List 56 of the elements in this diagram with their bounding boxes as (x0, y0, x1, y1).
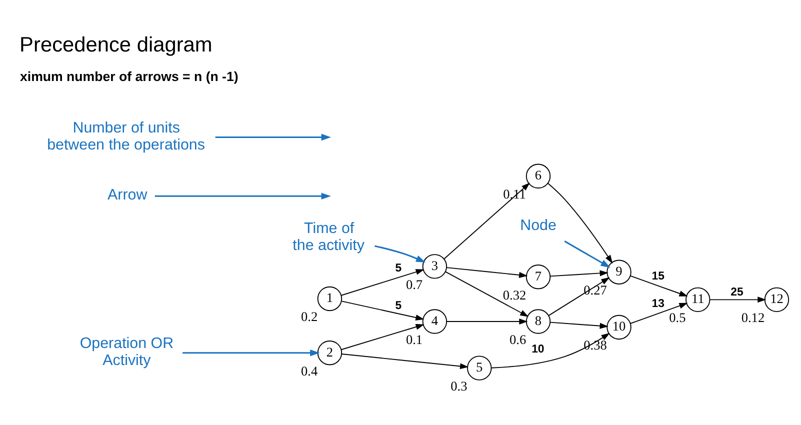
label: ximum number of arrows = n (n -1) (20, 68, 238, 84)
arrow (444, 182, 530, 260)
edge-label: 25 (730, 286, 744, 298)
arrow (491, 333, 610, 368)
node-label: 0.4 (300, 363, 318, 378)
arrow (374, 245, 426, 263)
node-circle: 12 (764, 287, 790, 312)
node-circle: 7 (526, 264, 551, 290)
diagram-title: Precedence diagram (20, 33, 212, 56)
node-label: 0.1 (406, 332, 423, 348)
node-circle: 4 (422, 309, 448, 334)
edge-label: 10 (532, 343, 544, 356)
arrow (446, 318, 528, 325)
arrow (215, 134, 332, 141)
node-text: Operation OR Activity (80, 334, 174, 370)
arrow (340, 324, 424, 350)
node-circle: 5 (467, 356, 492, 380)
node-label: 0.3 (450, 378, 468, 394)
arrow (341, 354, 469, 370)
arrow (630, 302, 688, 324)
edge-label: 5 (395, 262, 402, 275)
edge-label: 15 (652, 270, 664, 282)
node-circle: 11 (686, 287, 710, 312)
node-text: Arrow (108, 186, 148, 204)
node-circle: 6 (526, 164, 551, 188)
node-label: 0.6 (510, 332, 526, 348)
arrow (154, 192, 331, 200)
arrow (444, 271, 529, 317)
edge-label: 5 (395, 300, 402, 312)
edge-label: 13 (652, 298, 664, 310)
node-label: 0.5 (669, 310, 686, 326)
arrow (182, 349, 320, 356)
node-text: Number of units between the operations (47, 119, 205, 154)
arrow (548, 277, 610, 316)
arrow (550, 270, 608, 277)
node-circle: 3 (422, 254, 448, 279)
node-circle: 9 (606, 260, 632, 284)
node-label: 0.12 (741, 310, 765, 326)
node-circle: 10 (606, 314, 632, 340)
node-text: Time of the activity (292, 220, 364, 254)
arrow (630, 275, 688, 296)
node-circle: 1 (317, 286, 342, 312)
arrow (548, 182, 613, 264)
arrow (446, 267, 528, 278)
node-label: 0.7 (406, 276, 423, 292)
node-text: Node (520, 217, 556, 234)
node-circle: 2 (317, 340, 342, 366)
arrow (341, 300, 424, 320)
arrow (564, 240, 610, 268)
node-circle: 8 (526, 309, 551, 334)
arrow (340, 269, 424, 296)
node-label: 0.38 (584, 338, 607, 353)
node-label: 0.2 (300, 309, 318, 324)
arrow (550, 322, 608, 329)
node-label: 0.32 (502, 287, 526, 302)
arrow (709, 296, 766, 303)
